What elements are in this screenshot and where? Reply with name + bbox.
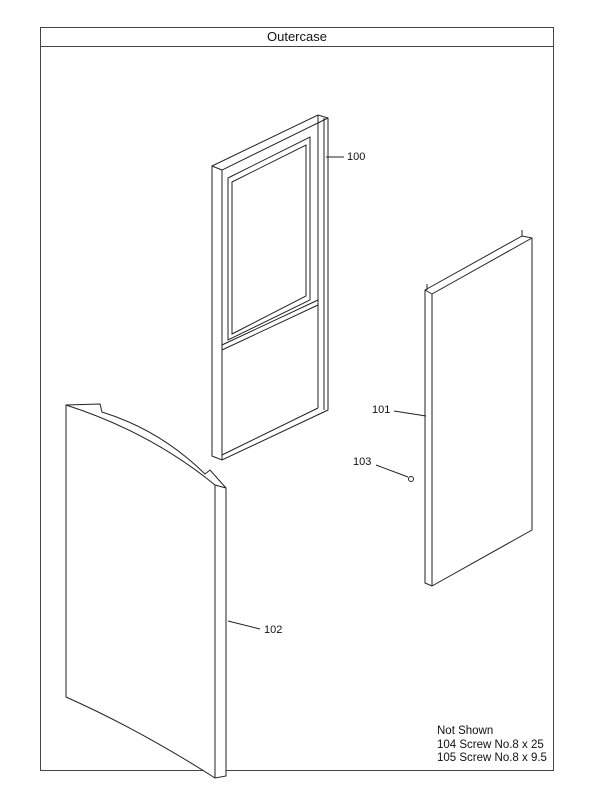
- part-102-front-panel: [65, 403, 227, 779]
- part-100-door-frame: [211, 114, 329, 461]
- not-shown-heading: Not Shown: [437, 725, 494, 737]
- diagram-frame: Outercase: [40, 27, 554, 771]
- leader-lines: [227, 156, 427, 630]
- part-101-side-panel: [424, 230, 533, 587]
- diagram-title: Outercase: [41, 28, 553, 47]
- not-shown-notes: Not Shown 104 Screw No.8 x 25 105 Screw …: [437, 725, 547, 766]
- callout-102: 102: [264, 624, 283, 636]
- not-shown-item: 104 Screw No.8 x 25: [437, 738, 544, 751]
- not-shown-item: 105 Screw No.8 x 9.5: [437, 752, 547, 764]
- callout-100: 100: [347, 151, 366, 163]
- part-103-screw: [408, 476, 414, 482]
- callout-101: 101: [372, 404, 391, 416]
- callout-103: 103: [353, 456, 372, 468]
